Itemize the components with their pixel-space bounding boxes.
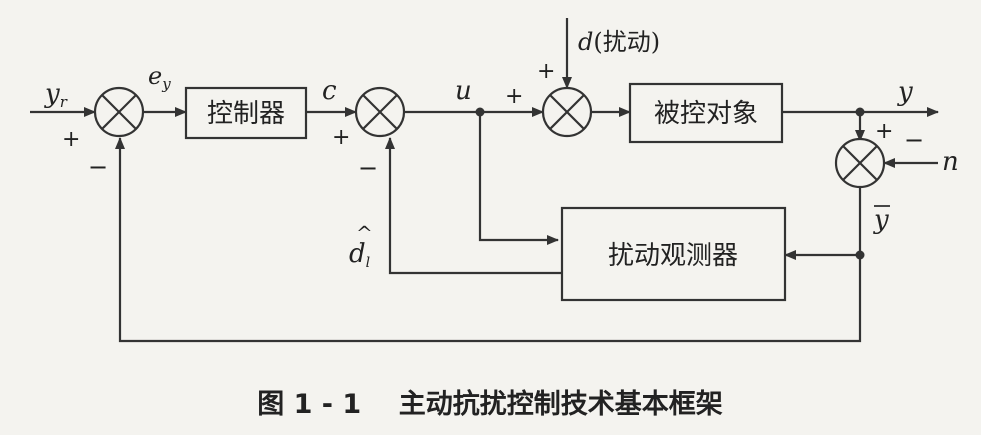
signal-dhat: ^ dl [349,221,373,271]
svg-text:dl: dl [349,239,370,271]
signal-yr: yr [44,79,68,111]
plant-label: 被控对象 [654,99,758,129]
junction-dot-y [855,107,865,117]
controller-block [184,86,308,140]
summing-junction-2 [354,86,406,138]
signal-n: n [942,147,959,177]
svg-text:y: y [873,205,889,235]
signal-u: u [455,76,472,106]
observer-label: 扰动观测器 [608,241,738,271]
line-ybar-to-observer [784,187,862,260]
sign-j4-plus: + [875,119,893,144]
controller-label: 控制器 [207,99,285,129]
sign-j1-plus: + [62,127,80,152]
signal-c: c [322,76,337,106]
sign-j3-plus-left: + [505,84,523,109]
summing-junction-4 [834,137,886,189]
sign-j2-minus: − [358,154,378,182]
junction-dot-u [475,107,485,117]
sign-j3-plus-top: + [537,59,555,84]
plant-block [628,82,784,144]
line-main-feedback [115,137,862,343]
summing-junction-3 [541,86,593,138]
line-dhat-feedback [385,137,562,275]
line-u-to-observer [478,112,559,245]
signal-ybar: y [873,205,890,235]
sign-j2-plus: + [332,125,350,150]
observer-block [560,206,787,302]
svg-text:^: ^ [356,221,373,245]
sign-j1-minus: − [88,153,108,181]
signal-ey: ey [148,62,171,93]
sign-j4-minus: − [904,126,924,154]
signal-d: d(扰动) [578,28,660,56]
signal-y: y [897,77,913,107]
junction-dot-ybar [855,250,865,260]
figure-caption: 图 1 - 1 主动抗扰控制技术基本框架 [257,388,723,420]
summing-junction-1 [93,86,145,138]
